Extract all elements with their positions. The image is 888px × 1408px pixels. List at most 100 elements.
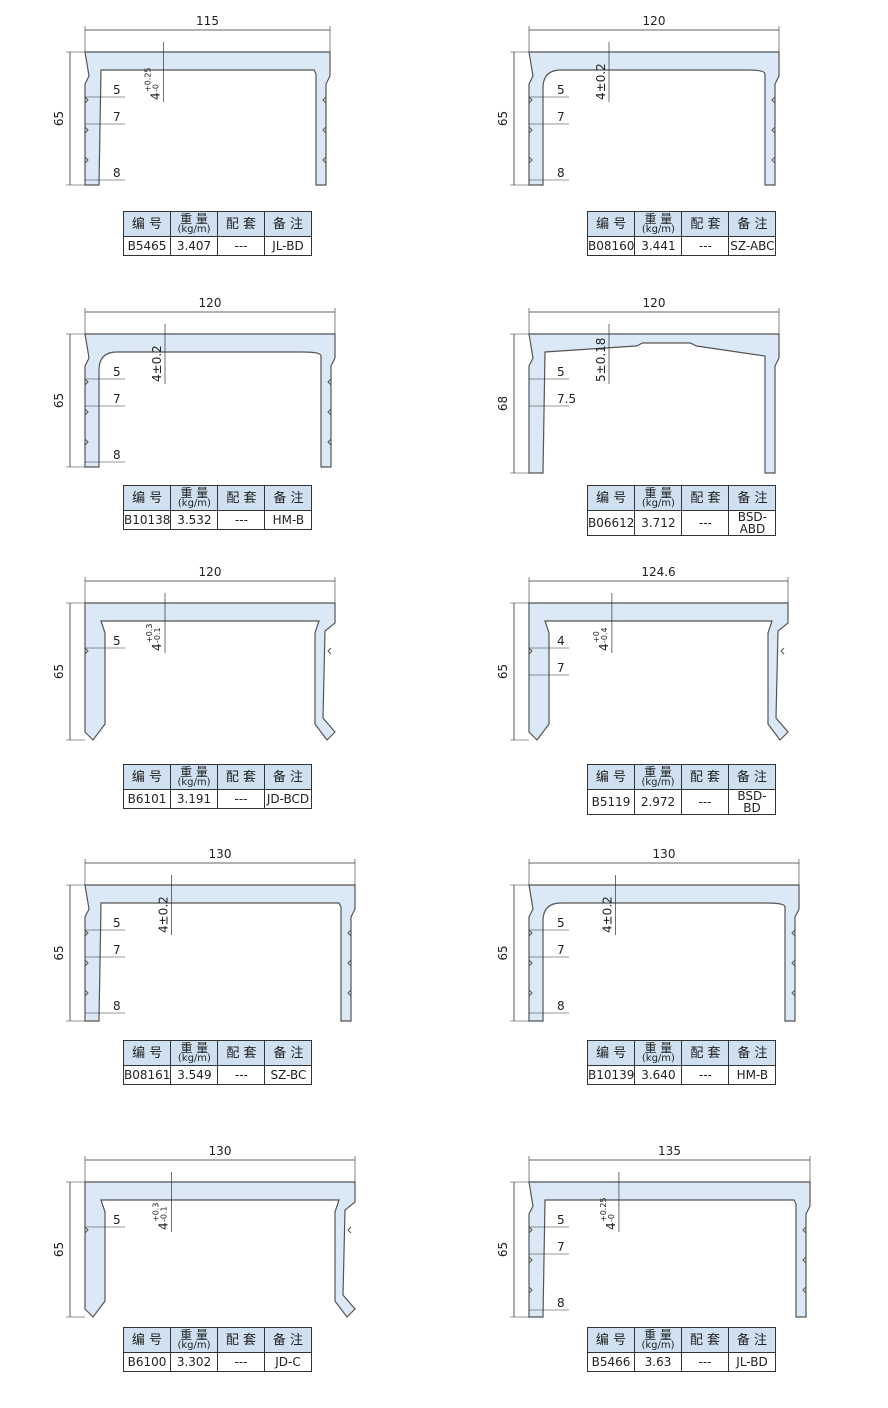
header-match: 配 套 [681, 1327, 729, 1353]
side-dim-label: 7 [557, 661, 565, 675]
cell-match: --- [681, 510, 730, 536]
groove-right [771, 126, 776, 134]
header-weight-label: 重 量 [180, 212, 208, 226]
side-dim-label: 7 [557, 943, 565, 957]
header-weight-unit: (kg/m) [641, 777, 675, 788]
cell-code: B08161 [122, 1065, 172, 1085]
groove-left [84, 378, 89, 386]
height-label: 65 [52, 945, 66, 960]
header-weight-unit: (kg/m) [177, 777, 211, 788]
groove-left [84, 959, 89, 967]
side-dim-label: 5 [557, 1213, 565, 1227]
header-weight: 重 量(kg/m) [634, 1327, 682, 1353]
header-match: 配 套 [217, 1040, 266, 1066]
side-dim-label: 8 [557, 999, 565, 1013]
header-match: 配 套 [217, 485, 266, 511]
side-dim-label: 5 [113, 916, 121, 930]
groove-right [347, 929, 352, 937]
groove-left [528, 959, 533, 967]
groove-right [347, 959, 352, 967]
header-match: 配 套 [681, 211, 730, 237]
tolerance-upper: +0.3 [145, 624, 154, 643]
tolerance-lower: -0.1 [159, 1206, 168, 1222]
groove-left [84, 96, 89, 104]
tolerance-upper: +0.3 [151, 1203, 160, 1222]
header-weight-unit: (kg/m) [641, 1340, 675, 1351]
profile-section [528, 333, 780, 474]
header-match: 配 套 [217, 211, 265, 237]
tolerance-lower: -0.4 [600, 627, 609, 643]
header-weight: 重 量(kg/m) [170, 211, 218, 237]
cell-match: --- [681, 1065, 730, 1085]
thickness-label: 4±0.2 [156, 896, 170, 933]
header-match: 配 套 [681, 485, 730, 511]
header-weight-label: 重 量 [644, 212, 673, 226]
cell-note: JL-BD [264, 236, 312, 256]
thickness-label: 4 [597, 643, 611, 651]
cell-note: BSD-ABD [728, 510, 777, 536]
header-note: 备 注 [728, 1040, 777, 1066]
side-dim-label: 5 [557, 83, 565, 97]
groove-right [802, 1226, 807, 1234]
header-weight-unit: (kg/m) [177, 1340, 211, 1351]
header-weight-label: 重 量 [644, 765, 672, 779]
header-note: 备 注 [264, 1327, 312, 1353]
groove-right [327, 647, 332, 655]
groove-left [528, 1226, 533, 1234]
groove-right [771, 96, 776, 104]
profile-section [84, 602, 336, 741]
header-weight: 重 量(kg/m) [634, 764, 682, 790]
width-label: 115 [196, 14, 219, 28]
width-label: 130 [653, 847, 676, 861]
height-label: 65 [52, 393, 66, 408]
thickness-label: 4 [156, 1222, 170, 1230]
cell-weight: 3.549 [170, 1065, 219, 1085]
cell-note: SZ-BC [264, 1065, 313, 1085]
header-match: 配 套 [217, 764, 265, 790]
profile-section [528, 51, 780, 186]
tolerance-upper: +0 [592, 631, 601, 643]
height-label: 65 [52, 1242, 66, 1257]
cell-code: B10139 [586, 1065, 636, 1085]
thickness-label: 4±0.2 [150, 345, 164, 382]
side-dim-label: 5 [113, 365, 121, 379]
groove-left [528, 929, 533, 937]
side-dim-label: 7 [113, 392, 121, 406]
groove-left [528, 1286, 533, 1294]
cell-note: SZ-ABC [728, 236, 777, 256]
groove-right [802, 1256, 807, 1264]
thickness-label: 4±0.2 [594, 63, 608, 100]
cell-match: --- [217, 789, 265, 809]
width-label: 120 [199, 296, 222, 310]
profile-section [84, 884, 356, 1022]
header-note: 备 注 [728, 485, 777, 511]
profile-section [528, 884, 800, 1022]
cell-match: --- [681, 789, 729, 815]
side-dim-label: 7 [557, 1240, 565, 1254]
cell-weight: 3.441 [634, 236, 683, 256]
width-label: 124.6 [641, 565, 675, 579]
header-weight: 重 量(kg/m) [634, 1040, 683, 1066]
cell-weight: 3.191 [170, 789, 218, 809]
groove-right [322, 96, 327, 104]
groove-right [791, 959, 796, 967]
header-note: 备 注 [264, 764, 312, 790]
tolerance-upper: +0.25 [599, 1197, 608, 1222]
header-weight: 重 量(kg/m) [634, 485, 683, 511]
groove-left [84, 647, 89, 655]
header-weight-label: 重 量 [644, 1041, 673, 1055]
header-code: 编 号 [123, 1327, 171, 1353]
header-weight-label: 重 量 [644, 486, 673, 500]
